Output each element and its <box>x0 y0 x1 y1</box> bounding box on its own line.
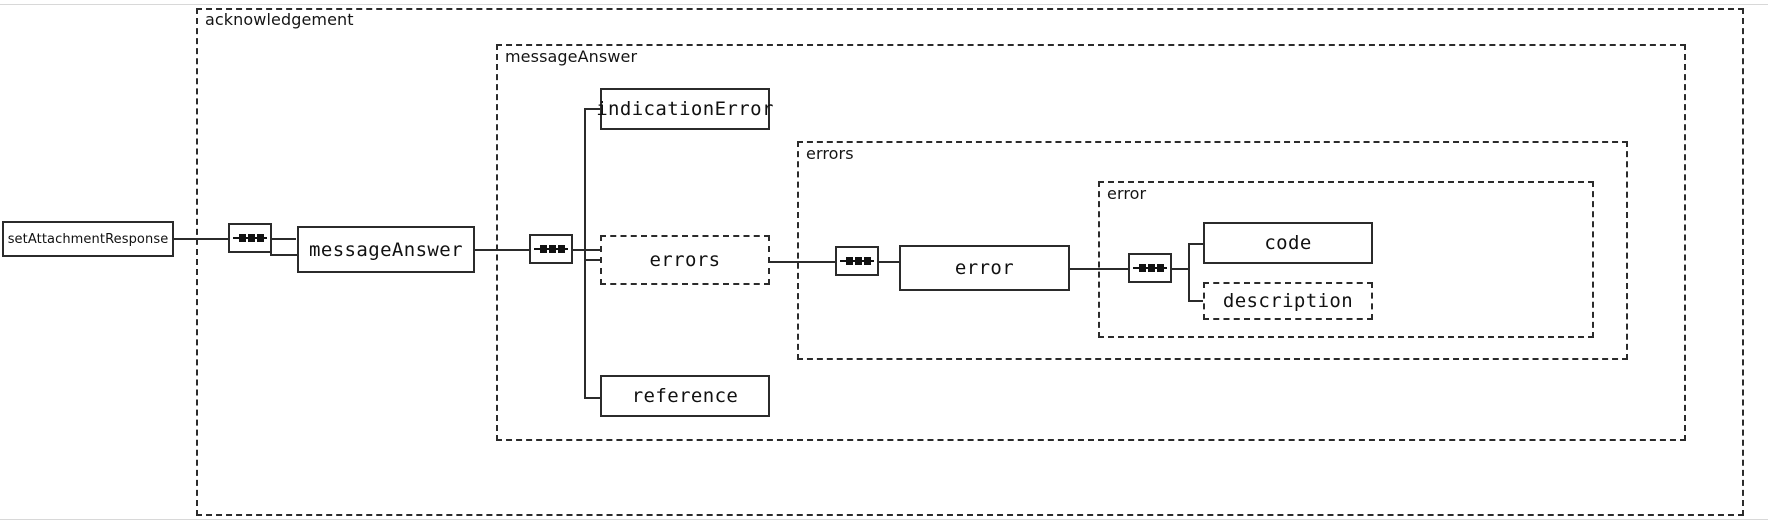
sequence-icon-root[interactable] <box>228 223 272 253</box>
node-error[interactable]: error <box>899 245 1070 291</box>
node-label: code <box>1264 232 1312 254</box>
sequence-dot <box>540 245 547 253</box>
connector-error-to-seq <box>1070 268 1128 270</box>
node-description[interactable]: description <box>1203 282 1373 320</box>
connector-branch-reference <box>584 397 602 399</box>
sequence-icon-errors[interactable] <box>835 246 879 276</box>
connector-messageAnswer-to-seq <box>474 249 532 251</box>
connector-seq-root-right <box>272 238 296 240</box>
sequence-dot <box>1148 264 1155 272</box>
node-label: description <box>1222 290 1354 312</box>
sequence-icon-messageAnswer[interactable] <box>529 234 573 264</box>
connector-branch-indicationError <box>584 108 602 110</box>
branch-spine-error <box>1188 243 1190 301</box>
node-indicationError[interactable]: indicationError <box>596 88 773 130</box>
connector-branch-description <box>1188 300 1204 302</box>
connector-seq-root-to-messageAnswer <box>270 254 298 256</box>
sequence-dot <box>239 234 246 242</box>
page-rule-bottom <box>0 519 1768 520</box>
sequence-dot <box>549 245 556 253</box>
group-label-errors: errors <box>804 146 857 163</box>
connector-seq-errors-right <box>879 261 901 263</box>
group-errors <box>797 141 1628 360</box>
group-messageAnswer <box>496 44 1686 441</box>
connector-seq-error-right <box>1172 268 1190 270</box>
group-label-acknowledgement: acknowledgement <box>203 12 357 29</box>
branch-spine-messageAnswer <box>584 109 586 399</box>
sequence-dot <box>855 257 862 265</box>
page-rule-top <box>0 4 1768 5</box>
group-label-messageAnswer: messageAnswer <box>503 49 641 66</box>
connector-errors-to-seq <box>770 261 835 263</box>
sequence-dot <box>1157 264 1164 272</box>
node-label: error <box>954 257 1015 279</box>
sequence-dot <box>558 245 565 253</box>
sequence-dot <box>864 257 871 265</box>
node-messageAnswer[interactable]: messageAnswer <box>297 226 475 273</box>
sequence-icon-error[interactable] <box>1128 253 1172 283</box>
node-label: setAttachmentResponse <box>7 231 169 247</box>
group-acknowledgement <box>196 8 1744 516</box>
sequence-dot <box>257 234 264 242</box>
node-label: indicationError <box>596 98 774 120</box>
node-label: messageAnswer <box>309 238 463 261</box>
sequence-dot <box>1139 264 1146 272</box>
connector-branch-errors <box>584 259 602 261</box>
node-setAttachmentResponse[interactable]: setAttachmentResponse <box>2 221 174 257</box>
node-reference[interactable]: reference <box>600 375 770 417</box>
group-label-error: error <box>1105 186 1150 203</box>
group-error <box>1098 181 1594 338</box>
node-errors[interactable]: errors <box>600 235 770 285</box>
node-label: reference <box>631 385 739 407</box>
node-label: errors <box>649 249 721 271</box>
sequence-dot <box>846 257 853 265</box>
connector-root-to-seq <box>173 238 228 240</box>
connector-branch-code <box>1188 243 1204 245</box>
sequence-dot <box>248 234 255 242</box>
node-code[interactable]: code <box>1203 222 1373 264</box>
